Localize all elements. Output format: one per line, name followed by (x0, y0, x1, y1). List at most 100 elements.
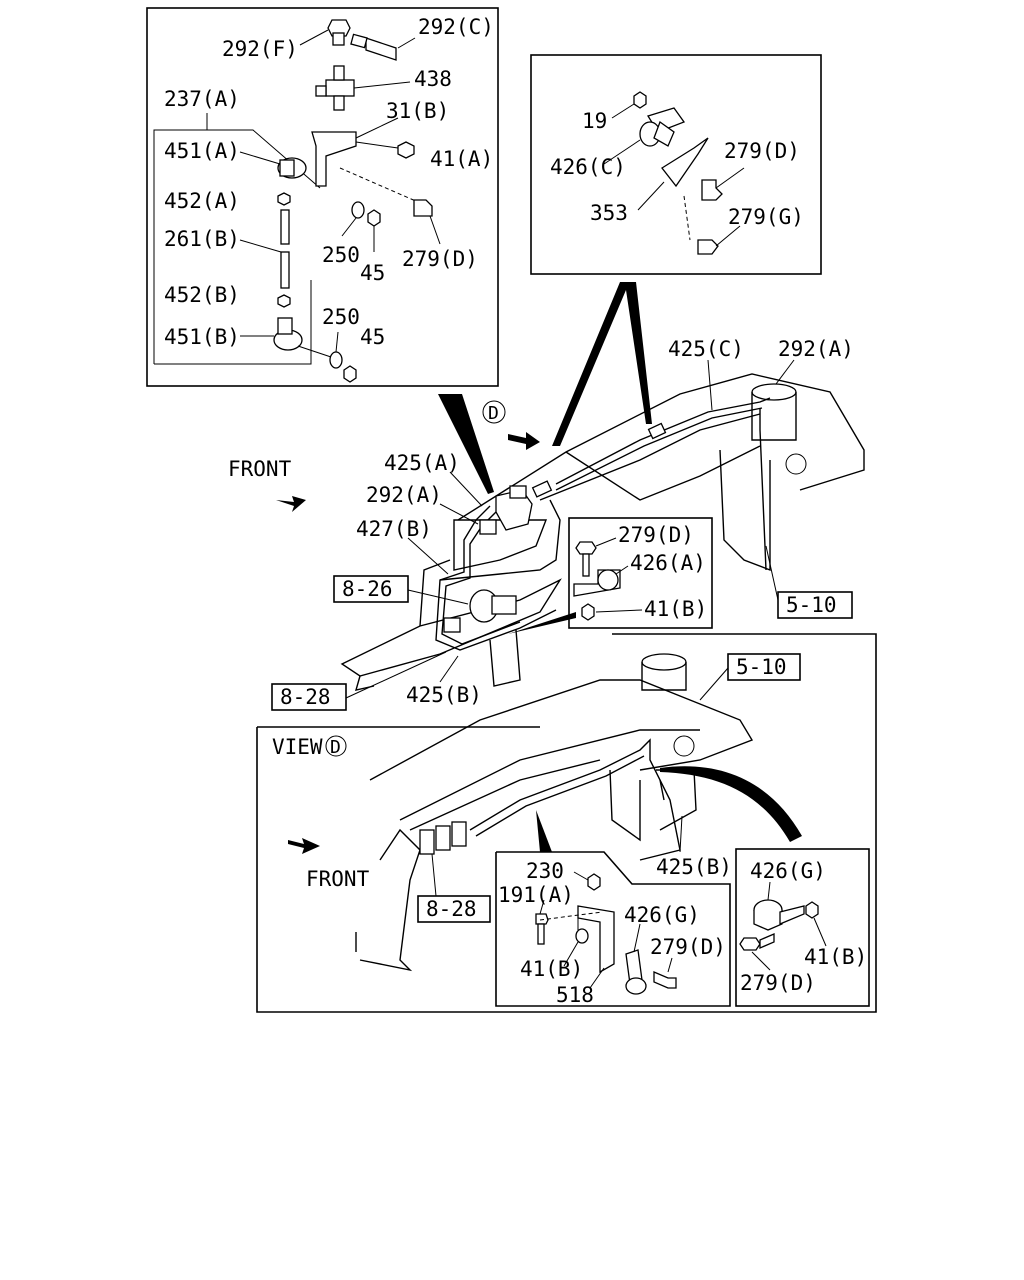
ref-5-10-view: 5-10 (736, 655, 787, 679)
ref-8-26: 8-26 (342, 577, 393, 601)
label-45-upper: 45 (360, 261, 385, 285)
label-31b: 31(B) (386, 99, 449, 123)
view-d-arrow (508, 432, 540, 450)
nut-452b (277, 294, 291, 308)
label-279d-inset1: 279(D) (402, 247, 478, 271)
label-191a: 191(A) (498, 883, 574, 907)
label-425a: 425(A) (384, 451, 460, 475)
nut-230 (587, 873, 601, 891)
nut-19 (633, 91, 647, 109)
mount-292a-top (751, 383, 797, 401)
fitting-292f (299, 19, 351, 46)
bolt-279d-inset5 (739, 933, 775, 951)
label-292a-right: 292(A) (778, 337, 854, 361)
ref-8-28-view: 8-28 (426, 897, 477, 921)
label-425b-main: 425(B) (406, 683, 482, 707)
label-292a-left: 292(A) (366, 483, 442, 507)
label-427b: 427(B) (356, 517, 432, 541)
ref-box-5-10-view (727, 653, 801, 681)
plate-353 (637, 137, 709, 211)
bracket-518 (577, 905, 615, 974)
bolt-191a (535, 899, 549, 945)
label-41b-inset4: 41(B) (520, 957, 583, 981)
pipe-425c (555, 397, 771, 485)
nut-452a (277, 192, 291, 206)
view-d-circle-label: D (330, 737, 341, 758)
washer-41b-inset4 (575, 928, 589, 944)
view-d-panel: VIEW D 8-28 FRONT 5-10 (256, 633, 877, 1013)
label-353: 353 (590, 201, 628, 225)
label-451b: 451(B) (164, 325, 240, 349)
joint-on-pipe (531, 480, 553, 498)
nut-41a (355, 141, 415, 159)
label-279d-inset3: 279(D) (618, 523, 694, 547)
washer-250-lower (329, 351, 343, 369)
valve-292a (479, 485, 533, 535)
label-426c: 426(C) (550, 155, 626, 179)
inset-clip-426a: 279(D) 426(A) 41(B) (568, 517, 713, 629)
label-view: VIEW (272, 735, 323, 759)
label-425b-view: 425(B) (656, 855, 732, 879)
clip-426c (603, 107, 686, 165)
label-41b-inset3: 41(B) (644, 597, 707, 621)
label-426g-inset5: 426(G) (750, 859, 826, 883)
inset-load-sensing-linkage: 292(F) 292(C) 438 237(A) 31(B) 451(A) 41… (146, 7, 499, 387)
joint-451b (240, 317, 335, 359)
inset-bracket-518: 230 191(A) 426(G) 41(B) 279(D) 518 (495, 851, 731, 1007)
pipe-425b-view (469, 738, 681, 861)
label-19: 19 (582, 109, 607, 133)
label-front-view: FRONT (306, 867, 370, 891)
label-237a: 237(A) (164, 87, 240, 111)
nut-45-upper (367, 209, 381, 227)
pointer-inset5 (660, 766, 802, 842)
view-d-marker (482, 400, 506, 424)
bolt-279d-inset1 (339, 167, 441, 245)
label-261b: 261(B) (164, 227, 240, 251)
main-frame-assembly: D FRONT 425(C) 292(A) 425(A) 292(A) 427(… (228, 337, 865, 711)
label-292f: 292(F) (222, 37, 298, 61)
rod-261b (239, 209, 290, 289)
ref-box-8-26 (333, 575, 409, 603)
mount-view (641, 653, 687, 671)
label-250-lower: 250 (322, 305, 360, 329)
label-279d-inset2: 279(D) (724, 139, 800, 163)
bracket-31b (311, 117, 399, 187)
pointer-inset3 (508, 612, 576, 634)
valve-8-26 (443, 589, 517, 633)
ref-5-10-main: 5-10 (786, 593, 837, 617)
view-d-marker-label: D (488, 403, 499, 424)
bolt-279d-inset4 (653, 971, 677, 989)
label-292c: 292(C) (418, 15, 494, 39)
front-arrow-main (276, 496, 306, 512)
label-451a: 451(A) (164, 139, 240, 163)
label-426a: 426(A) (630, 551, 706, 575)
tee-438 (315, 65, 411, 111)
joint-451a (239, 151, 307, 179)
bolt-279d-inset3 (575, 541, 597, 577)
nut-41b-inset5 (805, 901, 819, 919)
label-518: 518 (556, 983, 594, 1007)
label-438: 438 (414, 67, 452, 91)
label-250-upper: 250 (322, 243, 360, 267)
label-279g: 279(G) (728, 205, 804, 229)
inset-clip-426g: 426(G) 41(B) 279(D) (735, 848, 870, 1007)
inset-pipe-clip: 19 426(C) 279(D) 353 279(G) (530, 54, 822, 275)
pointer-inset1 (438, 394, 494, 494)
nut-41b-inset3 (581, 603, 595, 621)
label-41b-inset5: 41(B) (804, 945, 867, 969)
ref-box-8-28-main (271, 683, 347, 711)
ref-box-8-28-view (417, 895, 491, 923)
clip-426a (573, 569, 621, 597)
label-452b: 452(B) (164, 283, 240, 307)
clip-426g-inset5 (753, 899, 805, 931)
label-279d-inset4: 279(D) (650, 935, 726, 959)
view-d-circle (325, 735, 347, 757)
label-279d-inset5: 279(D) (740, 971, 816, 995)
ref-box-5-10-main (777, 591, 853, 619)
hose-fitting-292c (350, 33, 416, 61)
pointer-inset4 (536, 810, 552, 852)
washer-250-upper (351, 201, 365, 219)
label-45-lower: 45 (360, 325, 385, 349)
valve-block-8-28 (419, 821, 467, 855)
